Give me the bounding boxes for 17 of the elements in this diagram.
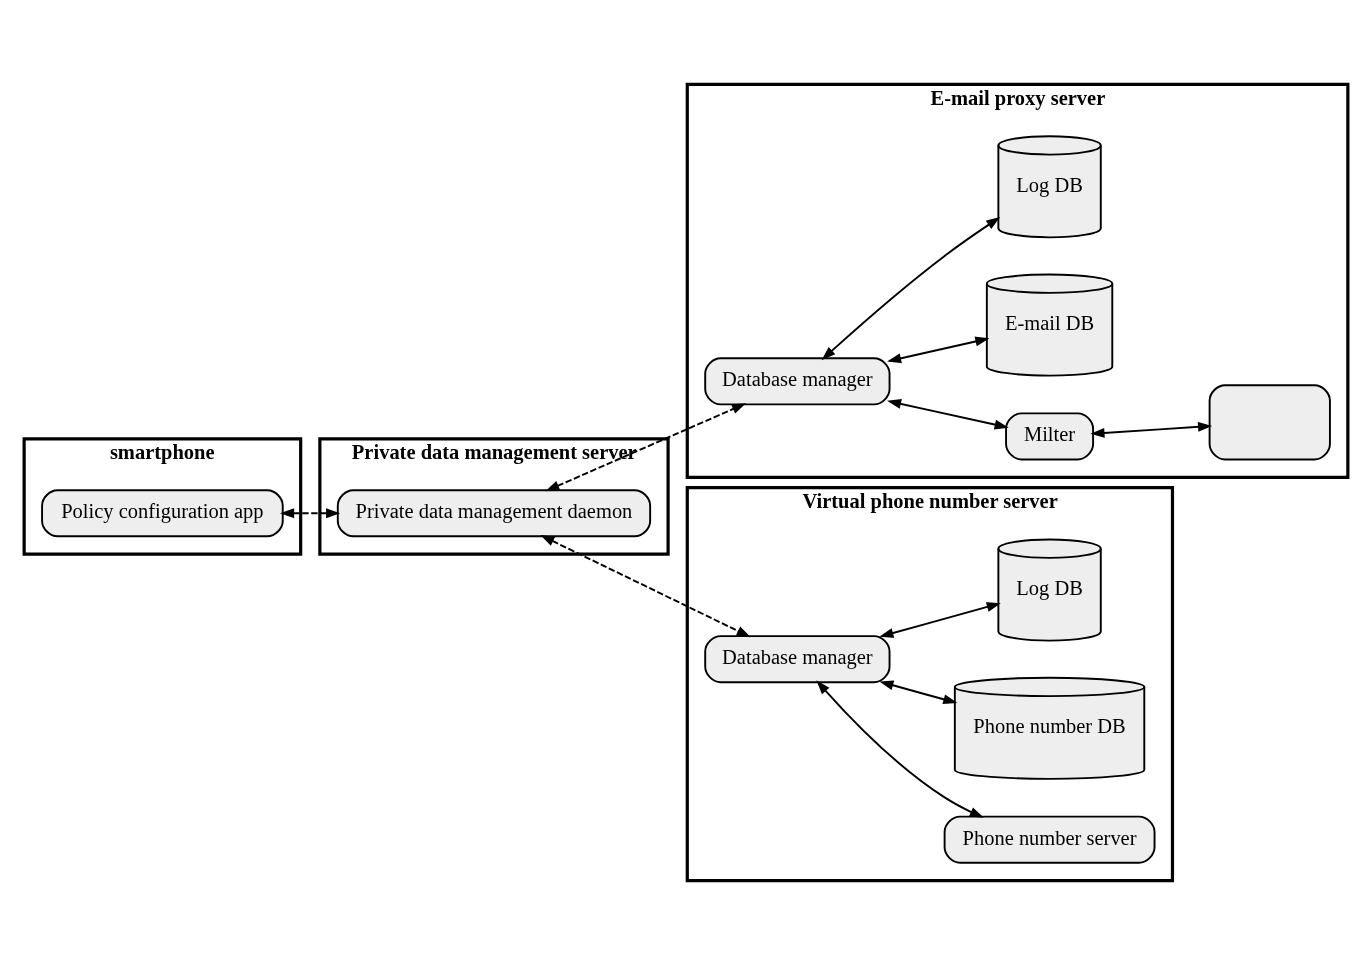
node-box: Policy configuration app: [41, 488, 284, 537]
arrow: [879, 680, 958, 704]
arrow: [1090, 421, 1213, 438]
node-box: Database manager: [704, 634, 891, 683]
node-box: Database manager: [704, 356, 891, 405]
arrow: [545, 402, 747, 491]
arrow: [280, 507, 341, 518]
arrow: [879, 601, 1001, 638]
node-box: Milter: [1005, 411, 1095, 460]
arrow: [887, 336, 990, 363]
node-box: Private data management daemon: [336, 488, 652, 537]
arrow: [887, 398, 1009, 429]
arrow: [816, 679, 984, 818]
arrow: [821, 216, 1001, 360]
node-box: [1208, 383, 1331, 460]
node-box: Phone number server: [943, 815, 1156, 864]
arrow: [540, 534, 751, 637]
